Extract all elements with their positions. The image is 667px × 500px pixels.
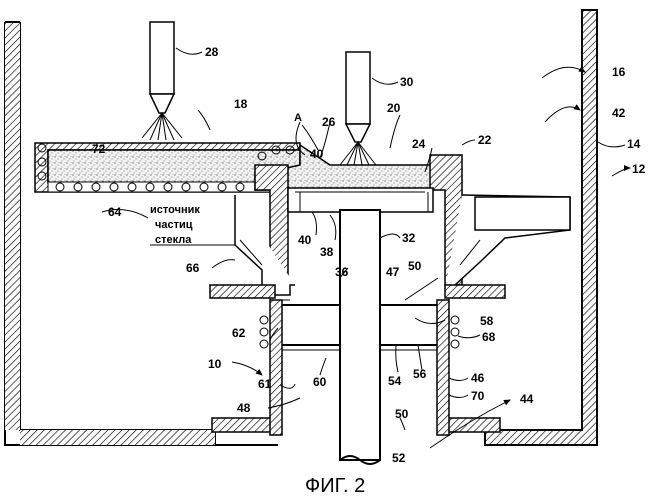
ref-56: 56 — [413, 367, 427, 381]
ref-40a: 40 — [310, 147, 324, 161]
ref-47: 47 — [386, 265, 400, 279]
figure-caption: ФИГ. 2 — [305, 475, 365, 497]
ref-14: 14 — [627, 137, 641, 151]
nozzle-30 — [340, 52, 376, 165]
ref-62: 62 — [232, 326, 246, 340]
ref-28: 28 — [205, 45, 219, 59]
ref-22: 22 — [478, 133, 492, 147]
ref-24: 24 — [412, 137, 426, 151]
source-label-line3: стекла — [155, 234, 192, 246]
ref-61: 61 — [258, 377, 272, 391]
nozzle-28 — [142, 22, 182, 140]
ref-58: 58 — [480, 314, 494, 328]
shaft — [340, 210, 380, 464]
ref-50: 50 — [408, 259, 422, 273]
heater-coils-left — [260, 316, 268, 348]
ref-10: 10 — [208, 357, 222, 371]
ref-46: 46 — [471, 371, 485, 385]
ref-16: 16 — [612, 65, 626, 79]
heater-coils-right — [451, 316, 459, 348]
ref-48: 48 — [237, 401, 251, 415]
ref-68: 68 — [482, 330, 496, 344]
ref-42: 42 — [612, 106, 626, 120]
ref-54: 54 — [388, 374, 402, 388]
ref-18: 18 — [234, 97, 248, 111]
source-label-line2: частиц — [155, 219, 193, 231]
ref-38: 38 — [320, 245, 334, 259]
ref-32: 32 — [402, 231, 416, 245]
ref-70: 70 — [471, 389, 485, 403]
ref-66: 66 — [186, 261, 200, 275]
glass-source-label: источник частиц стекла — [150, 204, 200, 246]
ref-44: 44 — [520, 392, 534, 406]
ref-40: 40 — [298, 233, 312, 247]
ref-60: 60 — [313, 375, 327, 389]
ref-64: 64 — [108, 205, 122, 219]
ref-36: 36 — [335, 265, 349, 279]
ref-26: 26 — [322, 115, 336, 129]
ref-20: 20 — [387, 101, 401, 115]
ref-12: 12 — [632, 162, 646, 176]
ref-30: 30 — [400, 75, 414, 89]
ref-52: 52 — [392, 451, 406, 465]
ref-72: 72 — [92, 142, 106, 156]
view-marker: A — [294, 112, 302, 124]
ref-50b: 50 — [395, 407, 409, 421]
source-label-line1: источник — [150, 204, 200, 216]
